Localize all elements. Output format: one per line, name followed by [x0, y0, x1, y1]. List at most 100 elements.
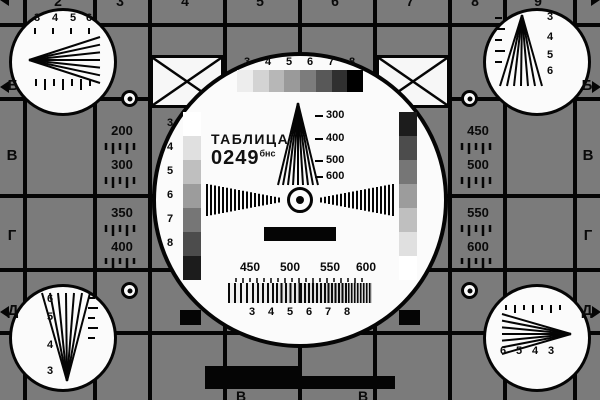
wedge-label-tick: [315, 115, 323, 117]
tv-lines-value: 200: [111, 123, 133, 138]
grayscale-ramp-left: [183, 112, 201, 280]
convergence-target: [121, 90, 138, 107]
tv-lines-label: 400: [326, 132, 345, 144]
tv-lines-label: 600: [326, 170, 345, 182]
row-marker-arrow-icon: [591, 0, 600, 6]
row-letter: Д: [581, 302, 593, 319]
column-digit: 8: [471, 0, 479, 9]
grayscale-step-digit: 4: [264, 56, 272, 68]
vertical-resolution-fan: [277, 102, 319, 186]
row-letter: Б: [581, 77, 593, 94]
tick-marks: [104, 258, 136, 268]
grayscale-ramp-horizontal: [237, 70, 363, 92]
sync-bar-left: [205, 366, 298, 389]
grayscale-ramp-right: [399, 112, 417, 280]
tick-marks: [88, 297, 98, 339]
tv-lines-label: 500: [326, 154, 345, 166]
row-letter: Г: [7, 227, 17, 244]
mhz-digit: 5: [46, 311, 54, 323]
row-marker-arrow-icon: [0, 81, 9, 93]
convergence-target: [461, 90, 478, 107]
grid-line-vertical: [573, 0, 577, 400]
grayscale-step-digit: 7: [166, 213, 174, 225]
sync-bar-right: [300, 376, 395, 389]
table-title: ТАБЛИЦА: [211, 131, 290, 147]
grayscale-step-digit: 5: [285, 56, 293, 68]
mhz-digit: 5: [515, 345, 523, 357]
tv-lines-value: 300: [111, 157, 133, 172]
column-digit: 5: [256, 0, 264, 9]
row-letter: Д: [7, 302, 19, 319]
tick-marks: [505, 305, 561, 313]
row-marker-arrow-icon: [0, 0, 9, 6]
grayscale-step-digit: 3: [243, 56, 251, 68]
row-letter: Г: [583, 227, 593, 244]
tv-lines-label: 550: [319, 260, 341, 274]
grayscale-step-digit: 3: [166, 117, 174, 129]
tv-lines-label: 600: [355, 260, 377, 274]
mhz-digit: 3: [46, 365, 54, 377]
tick-marks: [460, 258, 492, 268]
column-digit: 3: [116, 0, 124, 9]
column-digit: 2: [54, 0, 62, 9]
grid-line-vertical: [93, 0, 97, 400]
tv-lines-label: 500: [279, 260, 301, 274]
resolution-wedge-fan: [28, 36, 101, 84]
mhz-digit: 4: [531, 345, 539, 357]
mhz-digit: 4: [46, 339, 54, 351]
grayscale-step-digit: 3: [248, 306, 256, 318]
table-number-suffix: бнс: [259, 148, 276, 159]
grayscale-step-digit: 8: [348, 56, 356, 68]
column-digit: 7: [406, 0, 414, 9]
mhz-digit: 3: [33, 12, 41, 24]
tick-marks: [495, 17, 505, 63]
mhz-digit: 3: [546, 11, 554, 23]
mhz-digit: 3: [547, 345, 555, 357]
row-marker-arrow-icon: [592, 81, 600, 93]
grayscale-step-digit: 4: [267, 306, 275, 318]
table-id-text: ТАБЛИЦА 0249бнс: [211, 131, 289, 170]
tick-marks: [460, 143, 492, 154]
grayscale-step-digit: 8: [343, 306, 351, 318]
black-square-marker: [399, 310, 420, 325]
resolution-wedge-fan: [501, 313, 572, 355]
wedge-label-tick: [315, 160, 323, 162]
table-number: 0249бнс: [211, 147, 276, 169]
grid-line-horizontal: [0, 23, 600, 27]
resolution-wedge-fan: [499, 14, 543, 87]
tick-marks: [104, 143, 136, 154]
row-marker-arrow-icon: [592, 306, 600, 318]
grayscale-step-digit: 5: [166, 165, 174, 177]
grayscale-step-digit: 4: [166, 141, 174, 153]
row-letter: Б: [7, 77, 19, 94]
mhz-digit: 6: [499, 345, 507, 357]
tv-lines-value: 550: [467, 205, 489, 220]
grayscale-step-digit: 7: [324, 306, 332, 318]
tv-lines-value: 500: [467, 157, 489, 172]
grid-line-vertical: [448, 0, 452, 400]
tv-lines-value: 450: [467, 123, 489, 138]
grayscale-step-digit: 6: [305, 306, 313, 318]
mhz-digit: 5: [546, 49, 554, 61]
tick-marks: [34, 28, 90, 34]
corner-circle-top-right: [483, 8, 591, 116]
tick-marks: [460, 177, 492, 188]
wedge-label-tick: [315, 138, 323, 140]
horizontal-wedge-left: [206, 184, 280, 216]
grayscale-step-digit: 5: [286, 306, 294, 318]
corner-circle-bottom-right: [483, 284, 591, 392]
row-letter: В: [6, 147, 18, 164]
tv-lines-label: 450: [239, 260, 261, 274]
grayscale-step-digit: 6: [166, 189, 174, 201]
convergence-target: [461, 282, 478, 299]
black-reference-bar: [264, 227, 336, 241]
row-letter: В: [582, 147, 594, 164]
row-marker-arrow-icon: [0, 306, 9, 318]
resolution-wedge-fan: [41, 292, 91, 382]
tick-marks: [104, 177, 136, 188]
tick-marks: [35, 79, 91, 90]
column-digit: 4: [181, 0, 189, 9]
grid-line-vertical: [503, 0, 507, 400]
tv-lines-value: 350: [111, 205, 133, 220]
